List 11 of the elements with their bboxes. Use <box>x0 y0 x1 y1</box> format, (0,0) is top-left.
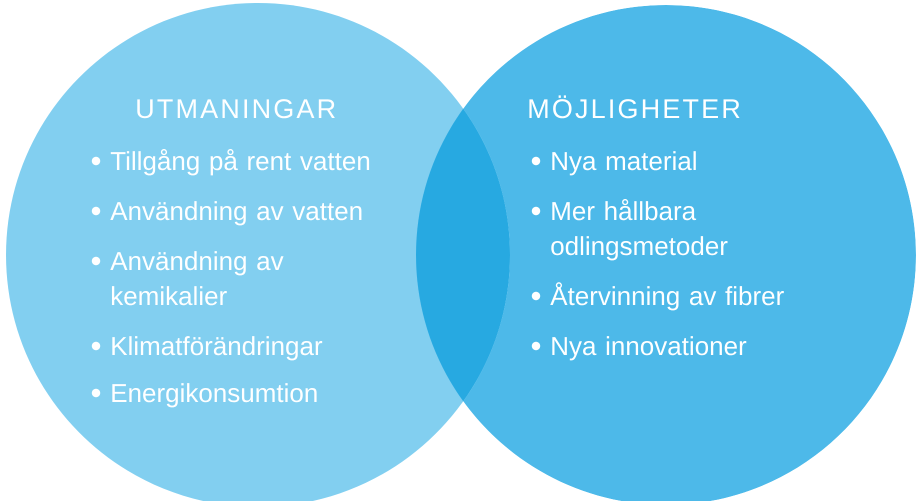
bullet-item: Klimatförändringar <box>92 336 322 360</box>
bullet-item: Energikonsumtion <box>92 383 317 408</box>
bullet-item: Nya innovationer <box>532 336 746 360</box>
bullet-item: Återvinning av fibrer <box>532 282 784 310</box>
bullet-item: Användning av vatten <box>92 201 362 226</box>
bullet-item: Mer hållbara odlingsmetoder <box>532 199 728 260</box>
bullet-item: Nya material <box>532 151 696 176</box>
heading: UTMANINGAR <box>137 99 335 118</box>
heading: MÖJLIGHETER <box>529 95 740 118</box>
bullet-item: Tillgång på rent vatten <box>92 149 370 176</box>
bullet-item: Användning av kemikalier <box>92 251 284 306</box>
